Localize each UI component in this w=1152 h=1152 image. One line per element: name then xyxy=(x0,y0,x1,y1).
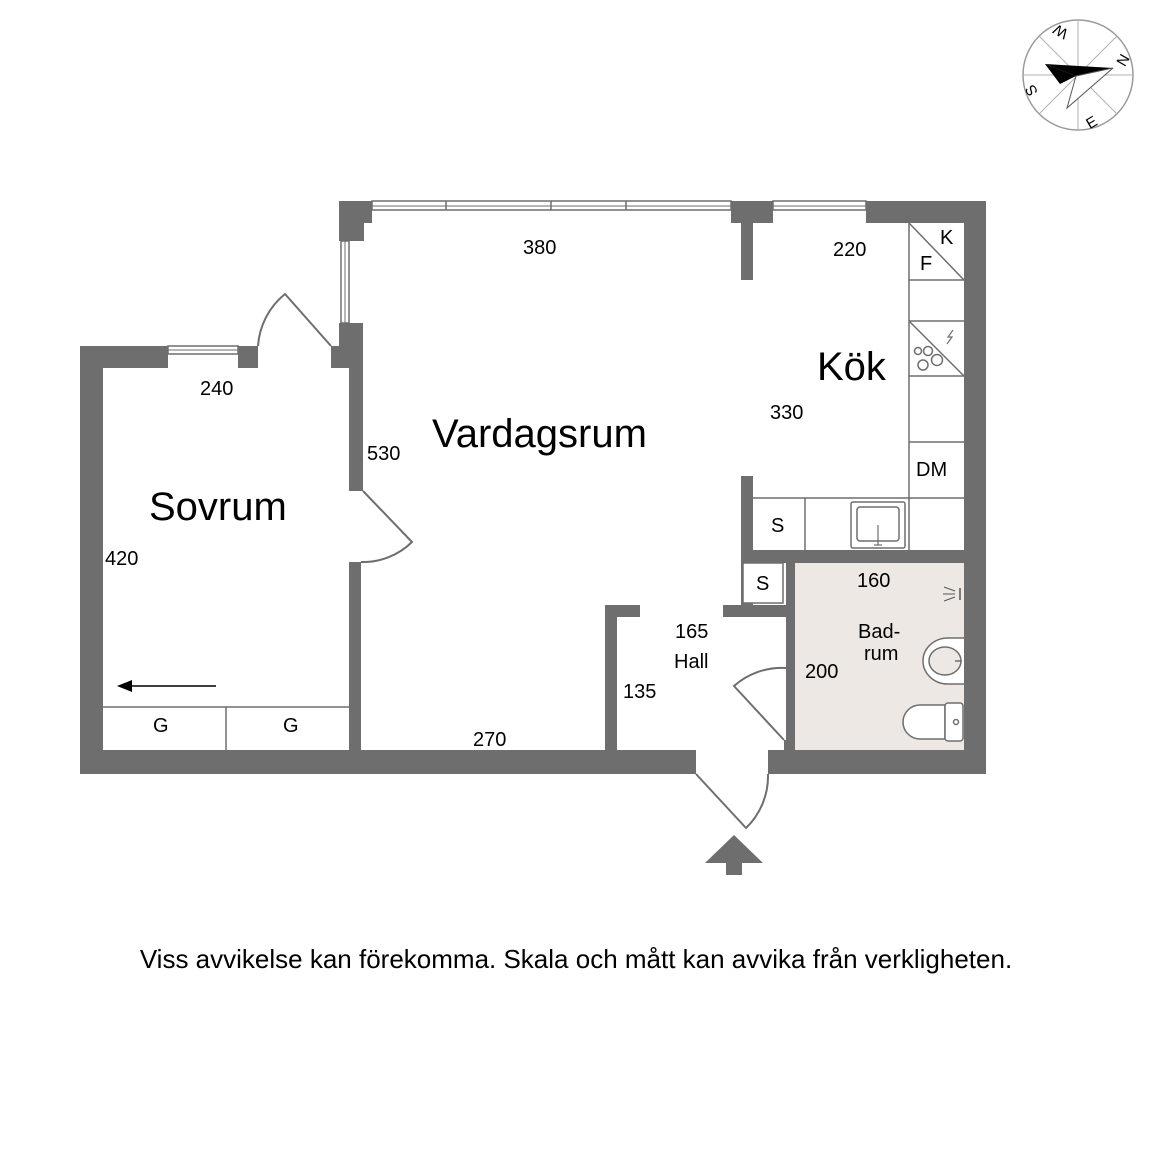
fixture-label-freezer: K xyxy=(940,227,954,249)
dim-hall-width: 165 xyxy=(675,621,708,643)
fixture-label-storage-kitchen: S xyxy=(771,515,784,537)
entrance-arrow-icon xyxy=(705,835,763,875)
stove-burner-icon xyxy=(922,345,934,357)
bathroom-fixtures xyxy=(902,586,964,742)
shower-head-icon xyxy=(943,586,961,602)
dim-sovrum-depth: 420 xyxy=(105,548,138,570)
arrow-left-icon xyxy=(117,680,216,692)
doors xyxy=(257,292,787,830)
room-label-sovrum: Sovrum xyxy=(149,485,287,529)
dim-badrum-width: 160 xyxy=(857,570,890,592)
room-label-vardagsrum: Vardagsrum xyxy=(432,412,647,456)
stove-burner-icon xyxy=(930,353,944,367)
wardrobes xyxy=(103,706,349,750)
fixture-label-wardrobe-1: G xyxy=(153,715,169,737)
stove-burner-icon xyxy=(917,359,929,371)
dim-badrum-depth: 200 xyxy=(805,661,838,683)
dim-sovrum-width: 240 xyxy=(200,378,233,400)
walls xyxy=(80,201,986,774)
toilet-icon xyxy=(902,702,964,742)
fixture-label-fridge: F xyxy=(920,253,932,275)
room-label-badrum-2: rum xyxy=(864,643,898,665)
room-label-hall: Hall xyxy=(674,651,708,673)
hall-storage xyxy=(742,562,784,604)
dim-kok-depth: 330 xyxy=(770,402,803,424)
windows xyxy=(167,200,867,355)
disclaimer-text: Viss avvikelse kan förekomma. Skala och … xyxy=(139,944,1013,974)
compass-needle-icon xyxy=(1045,64,1113,76)
fixture-label-dishwasher: DM xyxy=(916,459,947,481)
kitchen-counter xyxy=(753,222,965,550)
room-label-kok: Kök xyxy=(817,345,887,389)
dim-vardagsrum-depth: 530 xyxy=(367,443,400,465)
oven-lightning-icon xyxy=(946,329,954,345)
dim-hall-depth: 135 xyxy=(623,681,656,703)
fixture-label-storage-hall: S xyxy=(756,573,769,595)
dim-kok-width: 220 xyxy=(833,239,866,261)
stove-burner-icon xyxy=(913,346,923,356)
dim-vardagsrum-bottom: 270 xyxy=(473,729,506,751)
fixture-label-wardrobe-2: G xyxy=(283,715,299,737)
compass: N E S W xyxy=(1022,19,1134,133)
room-label-badrum-1: Bad- xyxy=(858,621,900,643)
dim-vardagsrum-width: 380 xyxy=(523,237,556,259)
